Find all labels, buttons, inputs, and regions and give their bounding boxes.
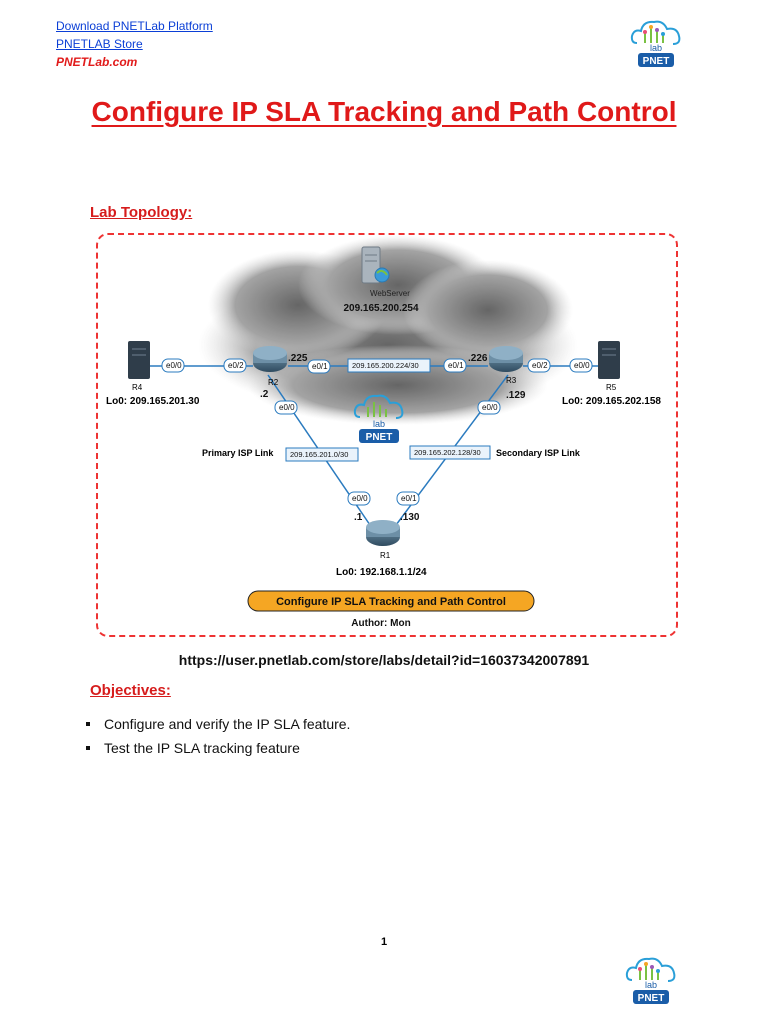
svg-text:.226: .226 (468, 353, 488, 364)
author-label: Author: Mon (351, 618, 410, 629)
svg-text:lab: lab (645, 980, 657, 990)
svg-text:Configure IP SLA Tracking and: Configure IP SLA Tracking and Path Contr… (276, 596, 506, 608)
svg-text:lab: lab (373, 419, 385, 429)
r5-loopback: Lo0: 209.165.202.158 (562, 396, 661, 407)
svg-text:.1: .1 (354, 512, 363, 523)
r4-server-icon (128, 341, 150, 379)
pnet-logo-top: lab PNET (630, 20, 681, 67)
svg-text:lab: lab (650, 43, 662, 53)
svg-text:e0/1: e0/1 (448, 361, 464, 370)
svg-text:209.165.202.128/30: 209.165.202.128/30 (414, 448, 481, 457)
svg-text:e0/0: e0/0 (482, 403, 498, 412)
svg-text:e0/1: e0/1 (312, 362, 328, 371)
svg-text:PNET: PNET (638, 993, 665, 1004)
r3-router-icon (489, 346, 523, 372)
svg-text:PNET: PNET (366, 432, 393, 443)
svg-text:R4: R4 (132, 383, 143, 392)
page-number: 1 (380, 936, 388, 948)
objectives-list: Configure and verify the IP SLA feature.… (84, 712, 350, 760)
list-item: Configure and verify the IP SLA feature. (84, 712, 350, 736)
svg-text:PNET: PNET (643, 56, 670, 67)
svg-text:e0/0: e0/0 (352, 494, 368, 503)
pnet-logo-bottom: lab PNET (625, 957, 676, 1004)
list-item: Test the IP SLA tracking feature (84, 736, 350, 760)
svg-text:209.165.201.0/30: 209.165.201.0/30 (290, 450, 348, 459)
svg-text:e0/0: e0/0 (279, 403, 295, 412)
internet-cloud (198, 235, 578, 425)
svg-text:Secondary ISP Link: Secondary ISP Link (496, 448, 581, 458)
svg-text:R2: R2 (268, 378, 279, 387)
svg-text:e0/1: e0/1 (401, 494, 417, 503)
header-links: Download PNETLab Platform PNETLAB Store … (56, 17, 213, 71)
svg-text:.225: .225 (288, 353, 308, 364)
svg-text:R3: R3 (506, 376, 517, 385)
page-title: Configure IP SLA Tracking and Path Contr… (91, 96, 677, 127)
pnet-logo-center: lab PNET (353, 394, 404, 443)
store-link[interactable]: PNETLAB Store (56, 37, 143, 51)
topology-diagram: WebServer 209.165.200.254 R4 Lo0: 209.16… (96, 233, 678, 637)
webserver-icon (361, 246, 390, 284)
lab-url[interactable]: https://user.pnetlab.com/store/labs/deta… (178, 652, 590, 668)
svg-text:e0/0: e0/0 (166, 361, 182, 370)
svg-text:e0/2: e0/2 (228, 361, 244, 370)
topology-heading: Lab Topology: (90, 204, 193, 221)
svg-text:R5: R5 (606, 383, 617, 392)
svg-text:e0/0: e0/0 (574, 361, 590, 370)
r1-router-icon (366, 520, 400, 546)
objectives-heading: Objectives: (90, 682, 171, 699)
svg-text:.129: .129 (506, 390, 526, 401)
lab-banner: Configure IP SLA Tracking and Path Contr… (247, 590, 535, 612)
r2-router-icon (253, 346, 287, 372)
webserver-label: WebServer (370, 289, 410, 298)
r5-server-icon (598, 341, 620, 379)
r1-loopback: Lo0: 192.168.1.1/24 (336, 567, 427, 578)
svg-text:Primary ISP Link: Primary ISP Link (202, 448, 274, 458)
download-link[interactable]: Download PNETLab Platform (56, 19, 213, 33)
site-link[interactable]: PNETLab.com (56, 55, 138, 69)
svg-text:R1: R1 (380, 551, 391, 560)
svg-text:209.165.200.224/30: 209.165.200.224/30 (352, 361, 419, 370)
svg-text:.130: .130 (400, 512, 420, 523)
svg-text:e0/2: e0/2 (532, 361, 548, 370)
webserver-ip: 209.165.200.254 (343, 303, 419, 314)
svg-text:.2: .2 (260, 389, 269, 400)
r4-loopback: Lo0: 209.165.201.30 (106, 396, 200, 407)
